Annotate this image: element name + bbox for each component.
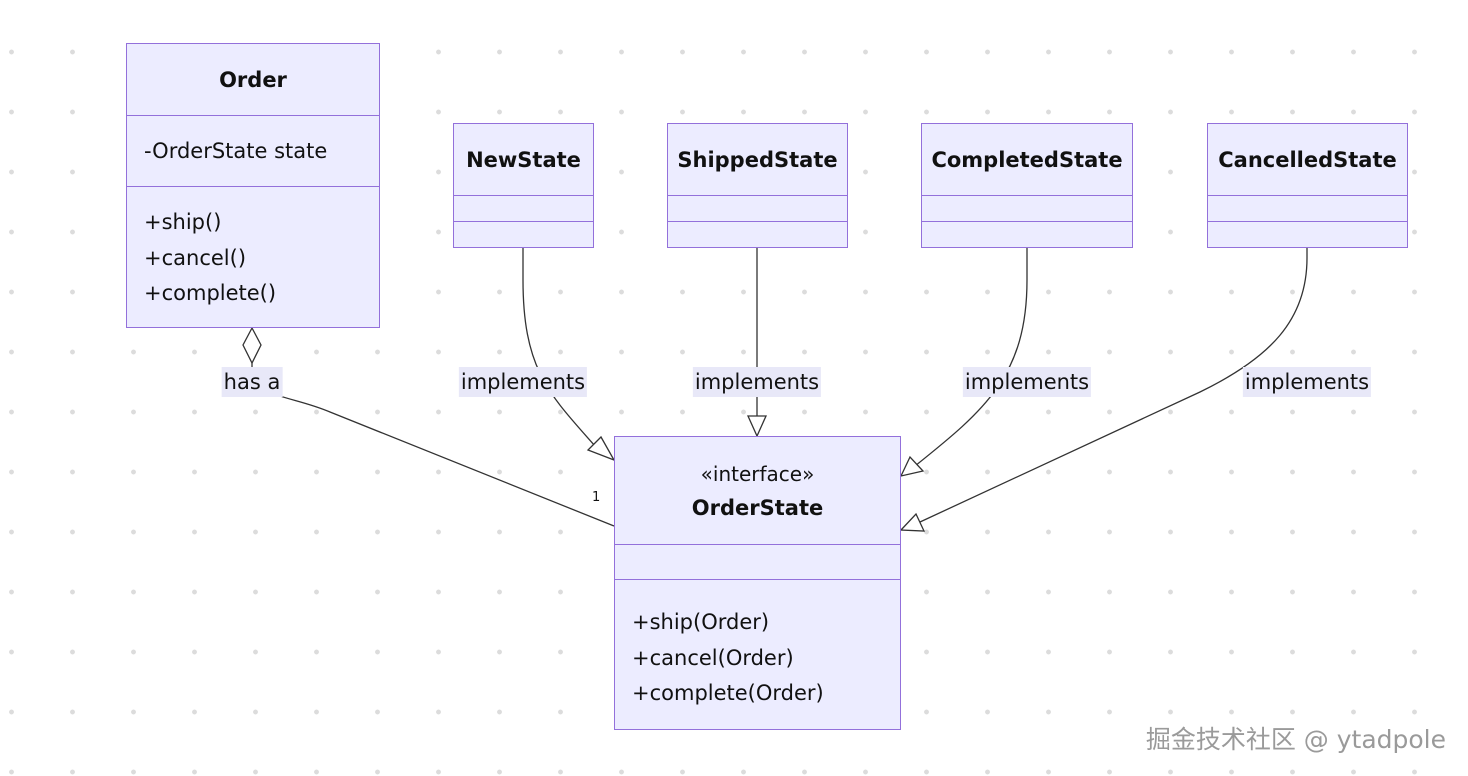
method: +complete(): [144, 281, 277, 305]
class-order-name: Order: [127, 44, 379, 115]
implements-newstate-edge: [522, 248, 596, 447]
class-newstate-attributes: [454, 195, 593, 221]
method: +complete(Order): [632, 681, 824, 705]
class-order-methods: +ship() +cancel() +complete(): [127, 186, 379, 312]
class-newstate-methods: [454, 221, 593, 246]
class-cancelledstate-name: CancelledState: [1208, 124, 1407, 195]
method: +cancel(): [144, 245, 247, 270]
method: +ship(): [144, 210, 222, 234]
interface-orderstate: «interface» OrderState +ship(Order) +can…: [614, 436, 901, 730]
class-shippedstate-title: ShippedState: [677, 147, 838, 172]
class-cancelledstate-methods: [1208, 221, 1407, 246]
realization-arrow-icon: [746, 415, 768, 438]
class-order-title: Order: [219, 67, 287, 92]
attribute: -OrderState state: [144, 139, 328, 163]
interface-orderstate-methods: +ship(Order) +cancel(Order) +complete(Or…: [615, 579, 900, 712]
class-newstate-name: NewState: [454, 124, 593, 195]
class-shippedstate-name: ShippedState: [668, 124, 847, 195]
class-order: Order -OrderState state +ship() +cancel(…: [126, 43, 380, 328]
implements-cancelledstate-edge: [919, 248, 1308, 523]
realization-arrow-icon: [586, 435, 616, 462]
method: +cancel(Order): [632, 645, 794, 670]
realization-arrow-icon: [899, 455, 925, 477]
class-completedstate: CompletedState: [921, 123, 1133, 248]
class-cancelledstate-title: CancelledState: [1218, 147, 1397, 172]
interface-orderstate-name: «interface» OrderState: [615, 437, 900, 544]
class-completedstate-title: CompletedState: [931, 147, 1123, 172]
implements-completedstate-label: implements: [962, 367, 1092, 397]
implements-cancelledstate-label: implements: [1242, 367, 1372, 397]
realization-arrow-icon: [899, 512, 926, 532]
class-completedstate-attributes: [922, 195, 1132, 221]
has-a-label: has a: [221, 367, 283, 397]
class-completedstate-methods: [922, 221, 1132, 246]
class-shippedstate-methods: [668, 221, 847, 246]
class-newstate-title: NewState: [466, 147, 581, 172]
interface-stereotype: «interface»: [700, 461, 815, 486]
watermark: 掘金技术社区 @ ytadpole: [1145, 725, 1446, 754]
implements-newstate-label: implements: [458, 367, 588, 397]
class-order-attributes: -OrderState state: [127, 115, 379, 186]
implements-completedstate-edge: [914, 248, 1028, 467]
class-cancelledstate: CancelledState: [1207, 123, 1408, 248]
has-a-multiplicity: 1: [592, 490, 601, 505]
implements-shippedstate-label: implements: [692, 367, 822, 397]
aggregation-diamond-icon: [242, 326, 262, 365]
class-shippedstate-attributes: [668, 195, 847, 221]
class-completedstate-name: CompletedState: [922, 124, 1132, 195]
class-newstate: NewState: [453, 123, 594, 248]
interface-orderstate-attributes: [615, 544, 900, 579]
method: +ship(Order): [632, 610, 770, 634]
class-shippedstate: ShippedState: [667, 123, 848, 248]
interface-orderstate-title: OrderState: [691, 495, 824, 520]
class-cancelledstate-attributes: [1208, 195, 1407, 221]
